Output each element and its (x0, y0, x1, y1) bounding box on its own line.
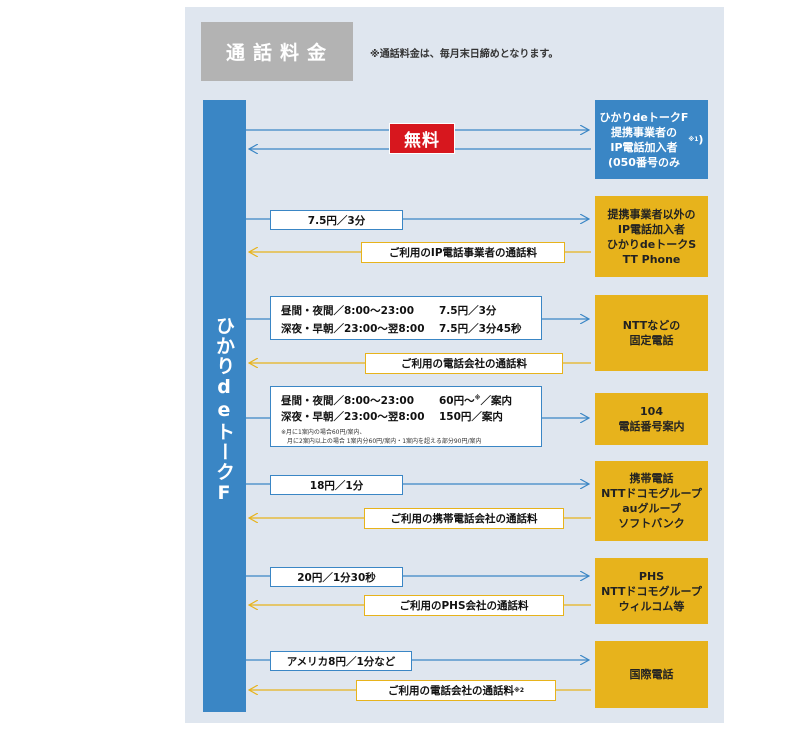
rate-mobile: 18円／1分 (270, 475, 403, 495)
footnote: ※月に1案内の場合60円/案内、 (281, 429, 366, 436)
rate-price: 7.5円／3分45秒 (439, 323, 522, 335)
footnote: 月に2案内以上の場合 1案内分60円/案内・1案内を超える部分90円/案内 (287, 438, 482, 445)
rate-price-text: 60円〜 (439, 395, 475, 407)
rate-ip-phone: 7.5円／3分 (270, 210, 403, 230)
target-partner-ip-phone: ひかりdeトークF 提携事業者の IP電話加入者 (050番号のみ※1) (595, 100, 708, 179)
rate-period: 昼間・夜間／8:00〜23:00 (281, 395, 415, 407)
charge-phs-carrier: ご利用のPHS会社の通話料 (364, 595, 564, 616)
target-end: ) (698, 133, 704, 146)
rate-price: 60円〜※／案内 (439, 393, 512, 408)
rate-price-end: ／案内 (480, 395, 512, 407)
billing-note: ※通話料金は、毎月末日締めとなります。 (370, 49, 559, 60)
hikari-de-talk-f-bar (203, 100, 246, 712)
charge-intl-text: ご利用の電話会社の通話料 (387, 685, 514, 697)
rate-phs: 20円／1分30秒 (270, 567, 403, 587)
rate-period: 深夜・早朝／23:00〜翌8:00 (281, 323, 425, 335)
rate-price-sup: ※ (474, 394, 481, 402)
charge-ip-carrier: ご利用のIP電話事業者の通話料 (361, 242, 565, 263)
charge-mobile-carrier: ご利用の携帯電話会社の通話料 (364, 508, 564, 529)
rate-period: 深夜・早朝／23:00〜翌8:00 (281, 411, 425, 423)
rate-directory-104: 昼間・夜間／8:00〜23:00 60円〜※／案内 深夜・早朝／23:00〜翌8… (270, 386, 542, 447)
charge-intl-carrier: ご利用の電話会社の通話料※2 (356, 680, 556, 701)
target-fixed-phone: NTTなどの 固定電話 (595, 295, 708, 371)
target-other-ip-phone: 提携事業者以外の IP電話加入者 ひかりdeトークS TT Phone (595, 196, 708, 277)
target-text: ひかりdeトークF 提携事業者の IP電話加入者 (050番号のみ (599, 110, 689, 169)
target-phs: PHS NTTドコモグループ ウィルコム等 (595, 558, 708, 624)
target-directory-104: 104 電話番号案内 (595, 393, 708, 445)
rate-price: 150円／案内 (439, 411, 503, 423)
rate-period: 昼間・夜間／8:00〜23:00 (281, 305, 415, 317)
target-mobile: 携帯電話 NTTドコモグループ auグループ ソフトバンク (595, 461, 708, 541)
rate-international: アメリカ8円／1分など (270, 651, 412, 671)
free-badge: 無料 (389, 123, 455, 154)
target-international: 国際電話 (595, 641, 708, 708)
hikari-de-talk-f-label: ひかりdeトークF (213, 315, 235, 505)
page-title: 通話料金 (201, 22, 353, 81)
rate-price: 7.5円／3分 (439, 305, 497, 317)
charge-phone-company: ご利用の電話会社の通話料 (365, 353, 563, 374)
rate-fixed-phone: 昼間・夜間／8:00〜23:00 7.5円／3分 深夜・早朝／23:00〜翌8:… (270, 296, 542, 340)
